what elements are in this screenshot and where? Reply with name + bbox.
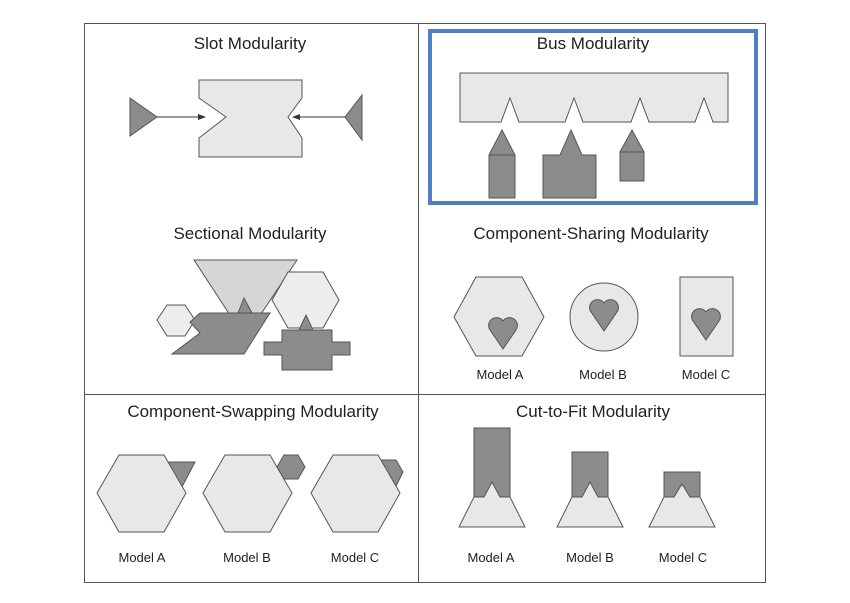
component-sharing-figure [453,276,734,357]
sectional-top-triangle [193,259,298,339]
vertical-divider [418,23,419,583]
bus-modularity-title: Bus Modularity [536,34,650,53]
component-sharing-model-a-label: Model A [476,367,524,382]
sectional-small-triangle [237,296,253,314]
component-swapping-modularity-title: Component-Swapping Modularity [127,402,379,421]
component-swapping-model-b-label: Model B [223,550,271,565]
cut-to-fit-base-c [648,483,716,528]
bus-module-1 [488,128,516,199]
bus-modularity-highlight [428,29,758,205]
slot-modularity-figure [129,79,363,158]
cut-to-fit-base-a [458,480,526,528]
sectional-cross-block [263,329,351,371]
swapping-hexagon-model-a [96,454,187,533]
cut-to-fit-model-a-label: Model A [467,550,515,565]
cut-to-fit-modularity-title: Cut-to-Fit Modularity [516,402,670,421]
component-sharing-modularity-title: Component-Sharing Modularity [473,224,709,243]
horizontal-divider [84,394,766,395]
sectional-modularity-figure [156,259,351,371]
slot-modularity-title: Slot Modularity [193,34,307,53]
bus-base-component [459,72,729,123]
sharing-heart-a [488,317,518,350]
component-sharing-model-b-label: Model B [579,367,627,382]
bus-modularity-figure [459,72,729,199]
component-swapping-model-a-label: Model A [118,550,166,565]
slot-base-component [198,79,303,158]
sharing-heart-c [691,308,721,341]
component-swapping-figure [96,454,404,533]
sectional-left-hexagon [156,304,196,337]
slot-right-module [344,93,363,142]
diagram-frame [84,23,766,583]
slot-left-module [129,97,158,137]
cut-to-fit-base-b [556,480,624,528]
bus-module-3 [619,128,645,182]
sharing-heart-b [589,299,619,332]
swapping-hexagon-model-c [310,454,401,533]
sectional-parallelogram [170,312,271,355]
component-swapping-model-c-label: Model C [330,550,380,565]
cut-to-fit-model-b-label: Model B [566,550,614,565]
sectional-modularity-title: Sectional Modularity [173,224,327,243]
sharing-hexagon-model-a [453,276,545,357]
component-sharing-model-c-label: Model C [681,367,731,382]
sectional-cross-tip [298,313,314,331]
swapping-hexagon-model-b [202,454,293,533]
cut-to-fit-figure [458,427,716,528]
sectional-right-hexagon [271,271,340,329]
cut-to-fit-model-c-label: Model C [658,550,708,565]
bus-module-2 [542,128,597,199]
